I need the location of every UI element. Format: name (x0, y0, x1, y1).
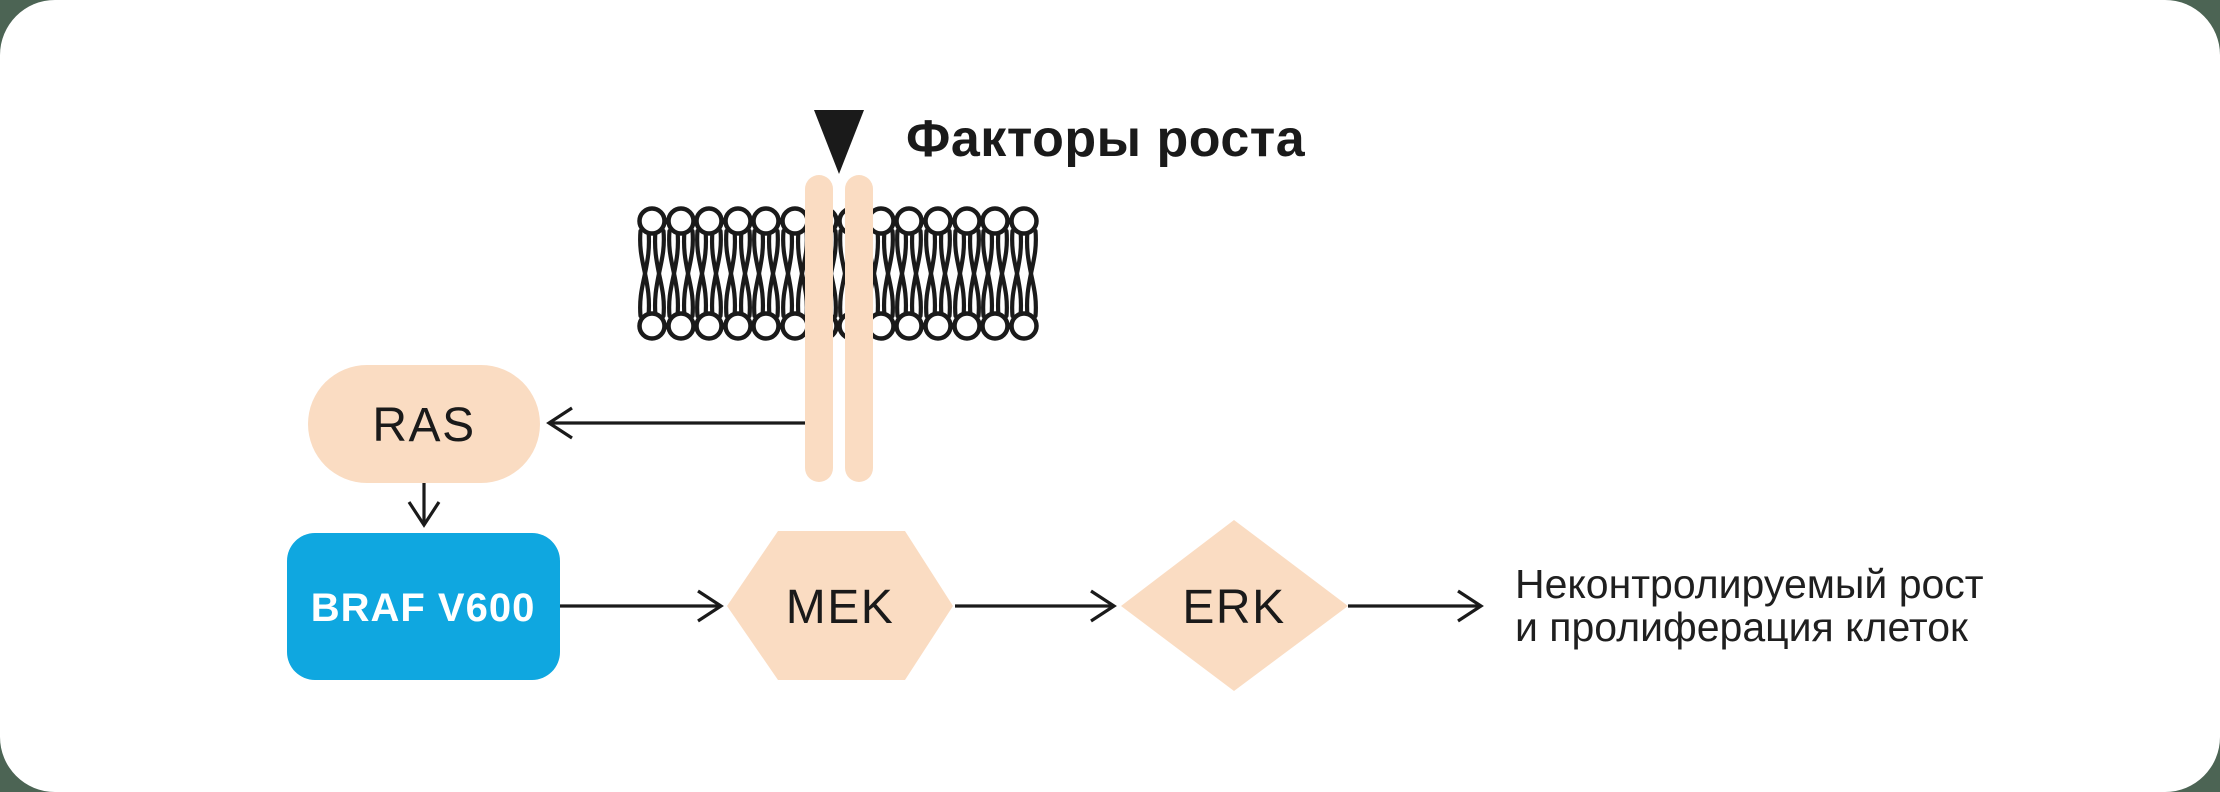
outcome-line-1: Неконтролируемый рост (1515, 561, 1984, 607)
receptor-bar-left (805, 175, 833, 482)
braf-label: BRAF V600 (311, 586, 536, 630)
cell-membrane-icon (640, 209, 1037, 339)
mek-hexagon-shape (727, 531, 953, 680)
node-mek: MEK (727, 531, 953, 680)
node-ras: RAS (308, 365, 540, 483)
outcome-line-2: и пролиферация клеток (1515, 604, 1969, 650)
erk-label: ERK (1182, 581, 1285, 634)
ras-pill-shape (308, 365, 540, 483)
outcome-text: Неконтролируемый рост и пролиферация кле… (1515, 561, 1984, 650)
growth-factor-triangle-icon (814, 110, 864, 174)
growth-factors-label: Факторы роста (906, 110, 1306, 168)
mek-label: MEK (786, 581, 895, 634)
braf-box-shape (287, 533, 560, 680)
receptor-icon (805, 175, 873, 482)
ras-label: RAS (372, 399, 475, 452)
node-braf-v600: BRAF V600 (287, 533, 560, 680)
erk-diamond-shape (1121, 520, 1348, 691)
node-erk: ERK (1121, 520, 1348, 691)
receptor-bar-right (845, 175, 873, 482)
